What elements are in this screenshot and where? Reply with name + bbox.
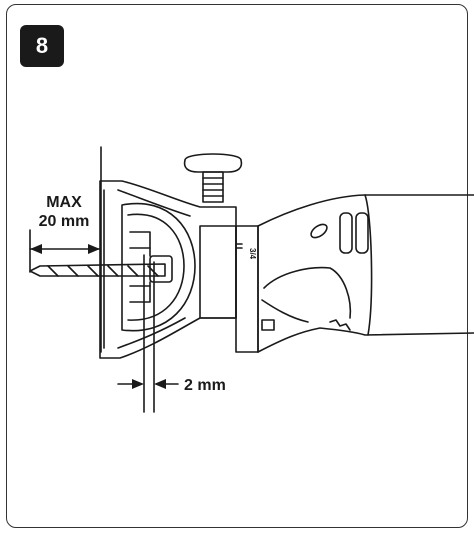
adjustment-knob xyxy=(183,153,243,173)
guide-opening xyxy=(121,202,196,332)
drill-bit xyxy=(29,263,166,277)
illustration-frame xyxy=(6,4,468,528)
step-number-badge: 8 xyxy=(20,25,64,67)
max-label-line2: 20 mm xyxy=(39,213,90,230)
max-label-line1: MAX xyxy=(46,194,82,211)
attachment-housing xyxy=(99,180,237,359)
gap-arrowhead-left xyxy=(132,379,144,389)
tool-body xyxy=(257,194,474,353)
grip-slot xyxy=(339,212,353,254)
grip-slot xyxy=(355,212,369,254)
gap-arrowhead-right xyxy=(154,379,166,389)
lower-lug xyxy=(261,319,275,331)
collar xyxy=(235,225,259,353)
arrowhead-left xyxy=(30,244,42,254)
grip-oval xyxy=(310,223,328,239)
gap-label: 2 mm xyxy=(184,377,226,394)
arrowhead-right xyxy=(88,244,100,254)
scale-mark: 3/4 xyxy=(248,248,257,260)
attachment-side-block xyxy=(199,225,237,319)
knob-thread xyxy=(202,171,224,203)
